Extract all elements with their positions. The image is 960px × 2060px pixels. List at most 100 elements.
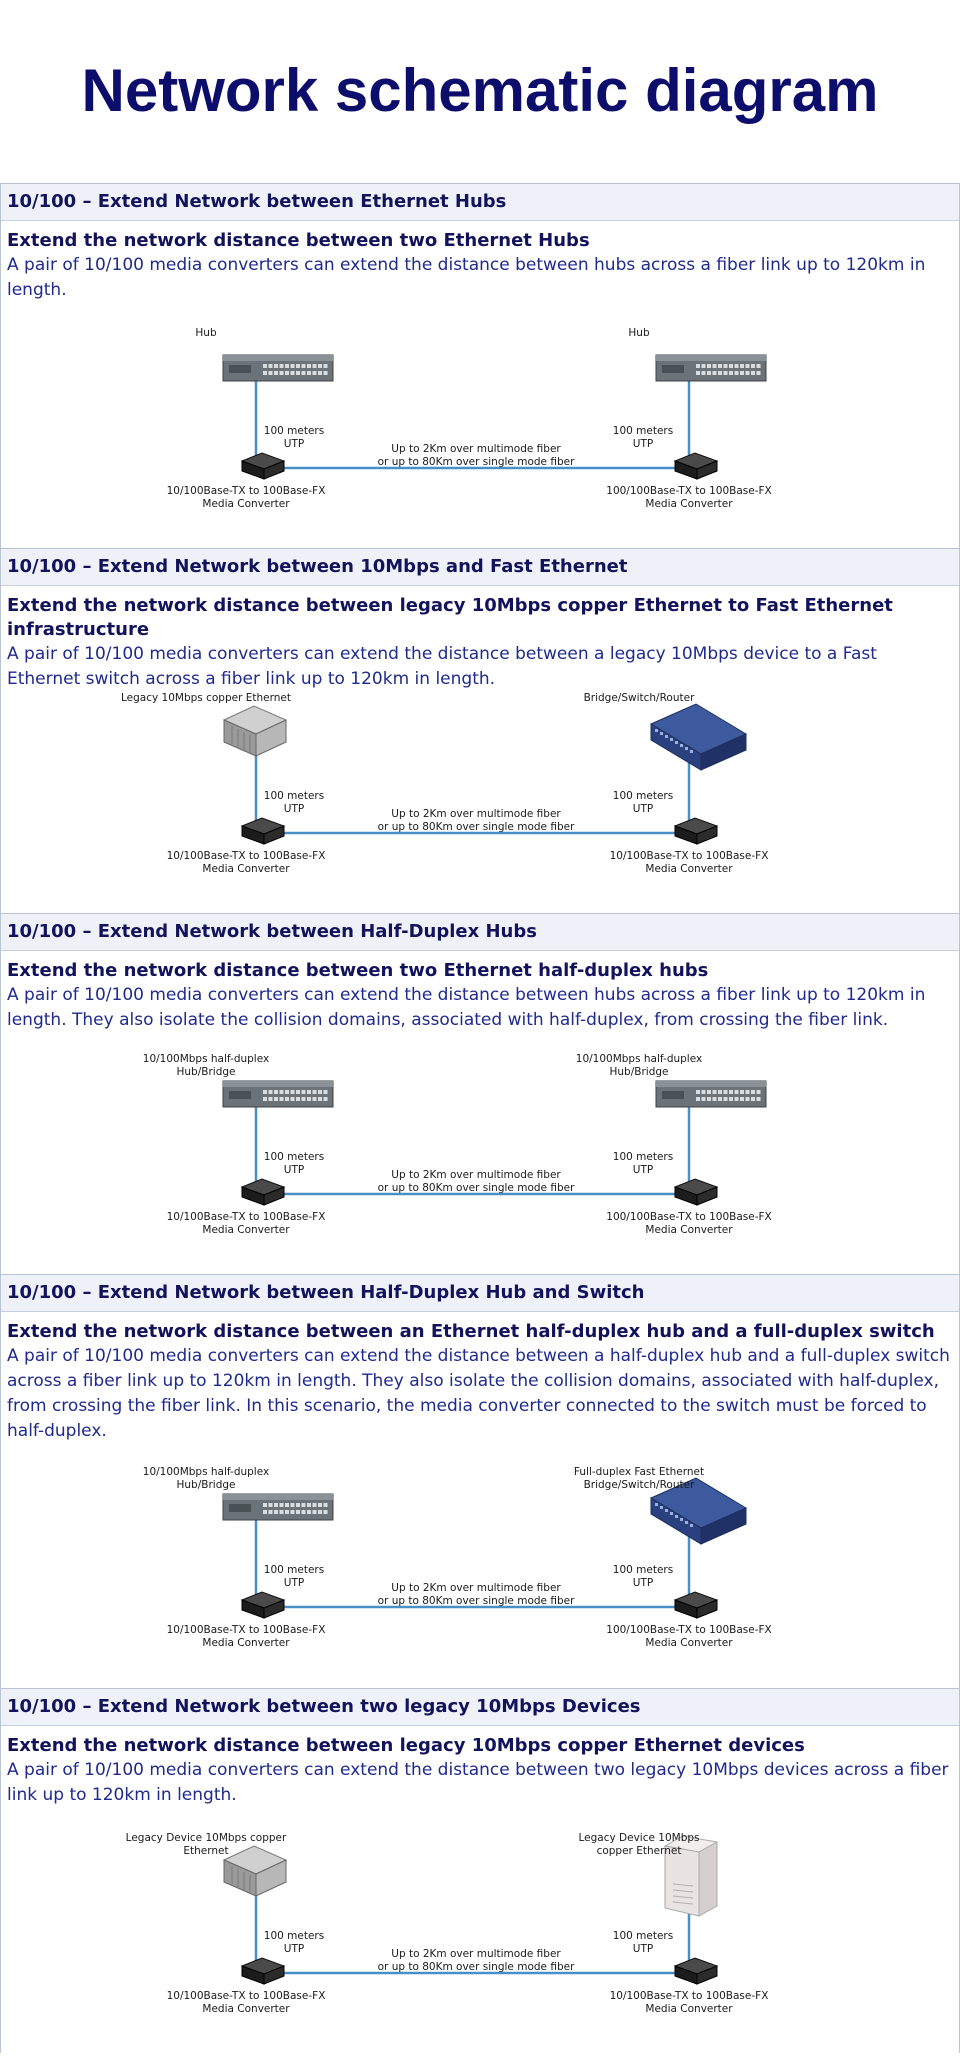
- fiber-label-line1: Up to 2Km over multimode fiber: [391, 443, 561, 455]
- hub-icon: [222, 354, 334, 382]
- section-4: 10/100 – Extend Network between Half-Dup…: [1, 1274, 959, 1688]
- section-header: 10/100 – Extend Network between Half-Dup…: [1, 914, 959, 951]
- section-body: Extend the network distance between an E…: [1, 1320, 959, 1649]
- right-device-label: Hub: [628, 327, 650, 339]
- page-title: Network schematic diagram: [81, 57, 879, 124]
- left-utp-label: 100 meters UTP: [263, 1151, 325, 1176]
- right-utp-label: 100 meters UTP: [612, 1564, 674, 1589]
- right-converter-label-line2: Media Converter: [645, 1637, 733, 1649]
- section-subtitle: Extend the network distance between two …: [7, 960, 709, 981]
- right-converter-label-line2: Media Converter: [645, 863, 733, 875]
- left-media-converter-icon: [240, 1591, 286, 1619]
- diagram-canvas: [222, 1477, 748, 1619]
- hub-icon: [655, 354, 767, 382]
- section-description: A pair of 10/100 media converters can ex…: [7, 985, 926, 1030]
- switch-icon: [649, 1477, 748, 1545]
- right-converter-label-line1: 100/100Base-TX to 100Base-FX: [606, 485, 772, 497]
- left-converter-label-line1: 10/100Base-TX to 100Base-FX: [166, 1624, 326, 1636]
- right-media-converter-icon: [673, 1591, 719, 1619]
- left-device-label: Legacy 10Mbps copper Ethernet: [121, 692, 291, 704]
- section-3: 10/100 – Extend Network between Half-Dup…: [1, 913, 959, 1274]
- section-subtitle: Extend the network distance between an E…: [7, 1321, 935, 1342]
- left-converter-label-line1: 10/100Base-TX to 100Base-FX: [166, 850, 326, 862]
- left-converter-label-line1: 10/100Base-TX to 100Base-FX: [166, 1211, 326, 1223]
- diagram-canvas: [222, 703, 748, 845]
- diagram-canvas: [222, 1835, 719, 1985]
- left-converter-label-line1: 10/100Base-TX to 100Base-FX: [166, 485, 326, 497]
- network-diagram: 10/100Mbps half-duplex Hub/Bridge 10/100M…: [1, 1051, 959, 1278]
- right-converter-label-line2: Media Converter: [645, 498, 733, 510]
- section-2: 10/100 – Extend Network between 10Mbps a…: [1, 548, 959, 913]
- left-converter-label-line2: Media Converter: [202, 863, 290, 875]
- right-converter-label-line1: 100/100Base-TX to 100Base-FX: [606, 1211, 772, 1223]
- right-device-label: Bridge/Switch/Router: [583, 692, 695, 704]
- left-device-label: Hub: [195, 327, 217, 339]
- left-utp-label: 100 meters UTP: [263, 1564, 325, 1589]
- left-converter-label-line2: Media Converter: [202, 498, 290, 510]
- right-utp-label: 100 meters UTP: [612, 1151, 674, 1176]
- left-media-converter-icon: [240, 1957, 286, 1985]
- diagram-canvas: [222, 354, 767, 480]
- left-device-label: 10/100Mbps half-duplex Hub/Bridge: [142, 1053, 270, 1078]
- hub-icon: [655, 1080, 767, 1108]
- sections-container: 10/100 – Extend Network between Ethernet…: [0, 183, 960, 2053]
- left-device-label: 10/100Mbps half-duplex Hub/Bridge: [142, 1466, 270, 1491]
- right-utp-label: 100 meters UTP: [612, 1930, 674, 1955]
- left-device-label: Legacy Device 10Mbps copper Ethernet: [125, 1832, 287, 1857]
- diagram-canvas: [222, 1080, 767, 1206]
- right-media-converter-icon: [673, 817, 719, 845]
- right-converter-label-line1: 100/100Base-TX to 100Base-FX: [606, 1624, 772, 1636]
- section-body: Extend the network distance between lega…: [1, 1734, 959, 2015]
- left-utp-label: 100 meters UTP: [263, 790, 325, 815]
- right-converter-label-line1: 10/100Base-TX to 100Base-FX: [609, 1990, 769, 2002]
- section-description: A pair of 10/100 media converters can ex…: [7, 1760, 949, 1805]
- fiber-label-line2: or up to 80Km over single mode fiber: [377, 456, 575, 468]
- right-media-converter-icon: [673, 1178, 719, 1206]
- fiber-label-line2: or up to 80Km over single mode fiber: [377, 1595, 575, 1607]
- fiber-label-line1: Up to 2Km over multimode fiber: [391, 808, 561, 820]
- section-description: A pair of 10/100 media converters can ex…: [7, 1346, 950, 1441]
- right-converter-label-line2: Media Converter: [645, 2003, 733, 2015]
- section-header: 10/100 – Extend Network between Ethernet…: [1, 184, 959, 221]
- left-utp-label: 100 meters UTP: [263, 425, 325, 450]
- network-diagram: Hub Hub 100 meters UTP 100 meters UTP Up to …: [1, 325, 959, 552]
- section-5: 10/100 – Extend Network between two lega…: [1, 1688, 959, 2053]
- right-utp-label: 100 meters UTP: [612, 790, 674, 815]
- right-media-converter-icon: [673, 1957, 719, 1985]
- section-subtitle: Extend the network distance between two …: [7, 230, 590, 251]
- left-converter-label-line2: Media Converter: [202, 2003, 290, 2015]
- section-body: Extend the network distance between two …: [1, 229, 959, 510]
- fiber-label-line1: Up to 2Km over multimode fiber: [391, 1948, 561, 1960]
- left-converter-label-line2: Media Converter: [202, 1637, 290, 1649]
- switch-icon: [649, 703, 748, 771]
- right-device-label: 10/100Mbps half-duplex Hub/Bridge: [575, 1053, 703, 1078]
- section-header: 10/100 – Extend Network between 10Mbps a…: [1, 549, 959, 586]
- section-subtitle: Extend the network distance between lega…: [7, 1735, 805, 1756]
- legacy-device-icon: [222, 1845, 288, 1897]
- network-diagram: Legacy 10Mbps copper Ethernet Bridge/Swit…: [1, 690, 959, 917]
- right-converter-label-line1: 10/100Base-TX to 100Base-FX: [609, 850, 769, 862]
- fiber-label-line2: or up to 80Km over single mode fiber: [377, 1182, 575, 1194]
- fiber-label-line1: Up to 2Km over multimode fiber: [391, 1169, 561, 1181]
- fiber-label-line2: or up to 80Km over single mode fiber: [377, 821, 575, 833]
- right-utp-label: 100 meters UTP: [612, 425, 674, 450]
- fiber-label-line2: or up to 80Km over single mode fiber: [377, 1961, 575, 1973]
- section-1: 10/100 – Extend Network between Ethernet…: [1, 183, 959, 548]
- network-diagram: Legacy Device 10Mbps copper Ethernet Lega…: [1, 1830, 959, 2057]
- left-converter-label-line2: Media Converter: [202, 1224, 290, 1236]
- right-converter-label-line2: Media Converter: [645, 1224, 733, 1236]
- left-converter-label-line1: 10/100Base-TX to 100Base-FX: [166, 1990, 326, 2002]
- left-media-converter-icon: [240, 452, 286, 480]
- hub-icon: [222, 1080, 334, 1108]
- left-utp-label: 100 meters UTP: [263, 1930, 325, 1955]
- section-description: A pair of 10/100 media converters can ex…: [7, 255, 926, 300]
- section-header: 10/100 – Extend Network between two lega…: [1, 1689, 959, 1726]
- section-header: 10/100 – Extend Network between Half-Dup…: [1, 1275, 959, 1312]
- right-device-label: Legacy Device 10Mbps copper Ethernet: [578, 1832, 700, 1857]
- right-media-converter-icon: [673, 452, 719, 480]
- section-body: Extend the network distance between two …: [1, 959, 959, 1236]
- section-body: Extend the network distance between lega…: [1, 594, 959, 875]
- left-media-converter-icon: [240, 817, 286, 845]
- section-subtitle: Extend the network distance between lega…: [7, 595, 893, 640]
